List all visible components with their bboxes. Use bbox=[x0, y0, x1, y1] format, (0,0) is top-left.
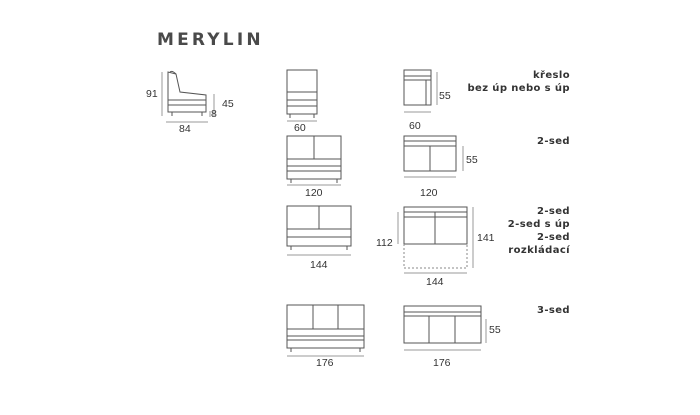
sed3-front-view bbox=[287, 305, 364, 356]
sed2-bed-desc-line1: 2-sed bbox=[536, 206, 570, 217]
sed3-front-width-label: 176 bbox=[316, 357, 334, 369]
kreslo-desc-line1: křeslo bbox=[532, 70, 570, 81]
kreslo-desc-line2: bez úp nebo s úp bbox=[467, 83, 570, 94]
sed3-top-width-label: 176 bbox=[433, 357, 451, 369]
kreslo-top-view bbox=[404, 70, 437, 112]
kreslo-front-width-label: 60 bbox=[294, 122, 306, 134]
sed2-bed-right-depth-label: 141 bbox=[477, 232, 495, 244]
armchair-side-view bbox=[162, 71, 214, 122]
product-title: MERYLIN bbox=[157, 30, 264, 50]
sed3-top-depth-label: 55 bbox=[489, 324, 501, 336]
sed2-top-view bbox=[404, 136, 463, 177]
sed2-bed-left-depth-label: 112 bbox=[376, 237, 393, 249]
sed2-bed-description: 2-sed 2-sed s úp 2-sed rozkládací bbox=[508, 205, 570, 257]
sed2-description: 2-sed bbox=[536, 136, 570, 147]
kreslo-top-width-label: 60 bbox=[409, 120, 421, 132]
sed2-bed-top-width-label: 144 bbox=[426, 276, 444, 288]
sed2-top-width-label: 120 bbox=[420, 187, 438, 199]
sed3-description: 3-sed bbox=[536, 305, 570, 316]
kreslo-front-view bbox=[287, 70, 317, 121]
sed2-front-width-label: 120 bbox=[305, 187, 323, 199]
sed2-bed-front-view bbox=[287, 206, 351, 255]
kreslo-description: křeslo bez úp nebo s úp bbox=[467, 69, 570, 95]
sed3-top-view bbox=[404, 306, 486, 350]
sed2-bed-desc-line4: rozkládací bbox=[508, 245, 570, 256]
armchair-seat-height-label: 45 bbox=[222, 98, 234, 110]
kreslo-top-depth-label: 55 bbox=[439, 90, 451, 102]
armchair-leg-label: 8 bbox=[211, 108, 217, 120]
sed2-bed-desc-line2: 2-sed s úp bbox=[507, 219, 570, 230]
sed2-top-depth-label: 55 bbox=[466, 154, 478, 166]
sed2-bed-desc-line3: 2-sed bbox=[536, 232, 570, 243]
armchair-height-label: 91 bbox=[146, 88, 158, 100]
armchair-depth-label: 84 bbox=[179, 123, 191, 135]
sed2-bed-front-width-label: 144 bbox=[310, 259, 328, 271]
sed2-front-view bbox=[287, 136, 341, 185]
sed2-bed-top-view bbox=[398, 207, 473, 273]
